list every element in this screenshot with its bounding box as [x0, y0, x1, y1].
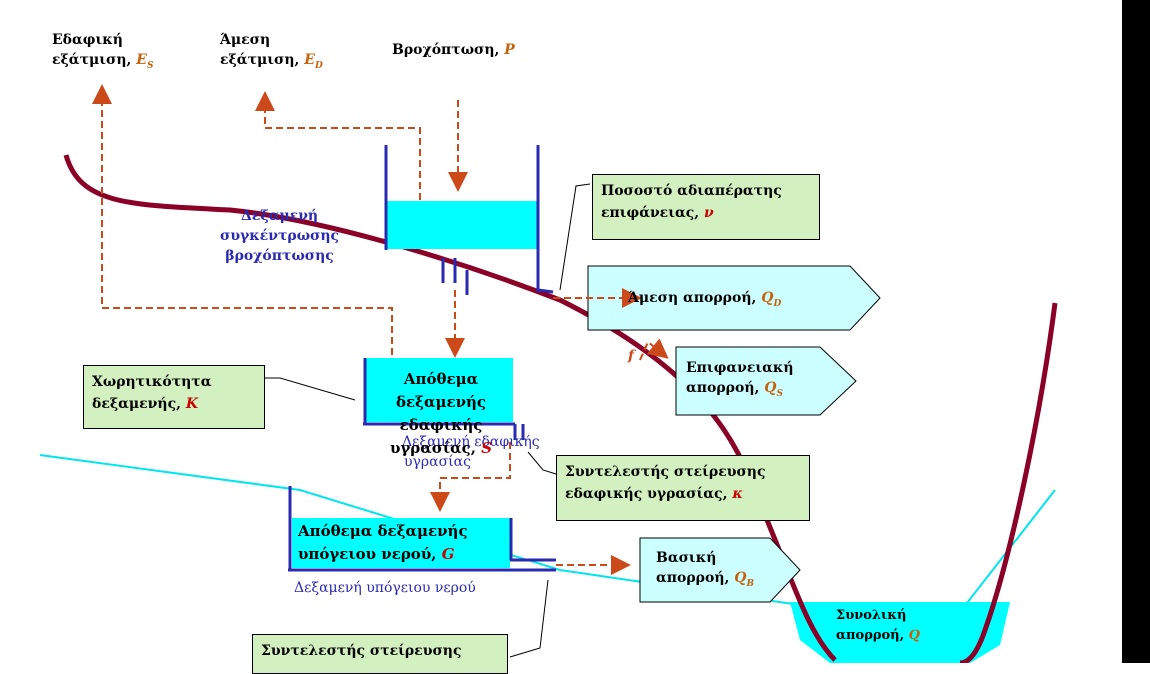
soil-recession-param-box: Συντελεστής στείρευσης εδαφικής υγρασίας… — [556, 455, 810, 521]
rain-reservoir-label: Δεξαμενή συγκέντρωσης βροχόπτωσης — [220, 208, 340, 264]
gw-storage-label: Απόθεμα δεξαμενής υπόγειου νερού, G — [298, 522, 468, 563]
channel-right-bank — [959, 302, 1058, 663]
direct-runoff-box — [587, 265, 881, 331]
soil-reservoir-label: Δεξαμενή εδαφικής υγρασίας — [402, 434, 540, 470]
soil-evap-arrow — [92, 84, 393, 355]
base-runoff-box — [639, 537, 801, 603]
impervious-leader — [559, 183, 591, 291]
direct-evap-arrow — [255, 91, 421, 200]
surface-runoff-arrow — [639, 338, 669, 361]
rain-reservoir-water — [386, 201, 538, 249]
impervious-param-box: Ποσοστό αδιαπέρατης επιφάνειας, ν — [592, 174, 820, 240]
rainfall-label: Βροχόπτωση, P — [392, 42, 515, 58]
channel-water — [790, 602, 1010, 663]
capacity-param-box: Χωρητικότητα δεξαμενής, K — [83, 365, 265, 429]
infiltration-marker: f — [628, 348, 635, 364]
gw-storage-box — [292, 518, 510, 568]
soil-evap-label: Εδαφική εξάτμιση, ES — [52, 32, 154, 71]
percolation-arrow — [430, 442, 511, 512]
total-runoff-label: Συνολική απορροή, Q — [836, 608, 920, 643]
capacity-leader — [265, 377, 356, 401]
soil-storage-label: Απόθεμα δεξαμενής εδαφικής υγρασίας, S — [389, 370, 493, 457]
surface-runoff-label: Επιφανειακή απορροή, QS — [686, 360, 794, 399]
gw-recession-param-box: Συντελεστής στείρευσης — [252, 634, 508, 674]
surface-runoff-box — [675, 346, 857, 416]
gw-recession-leader — [509, 579, 549, 658]
soil-storage-box — [365, 358, 513, 422]
soil-recession-leader — [527, 451, 557, 475]
direct-evap-label: Άμεση εξάτμιση, ED — [220, 32, 323, 71]
base-runoff-label: Βασική απορροή, QB — [656, 550, 755, 589]
right-frame — [1122, 0, 1150, 663]
direct-runoff-label: Άμεση απορροή, QD — [628, 290, 782, 309]
gw-reservoir-label: Δεξαμενή υπόγειου νερού — [294, 580, 476, 596]
ground-surface — [63, 154, 837, 662]
